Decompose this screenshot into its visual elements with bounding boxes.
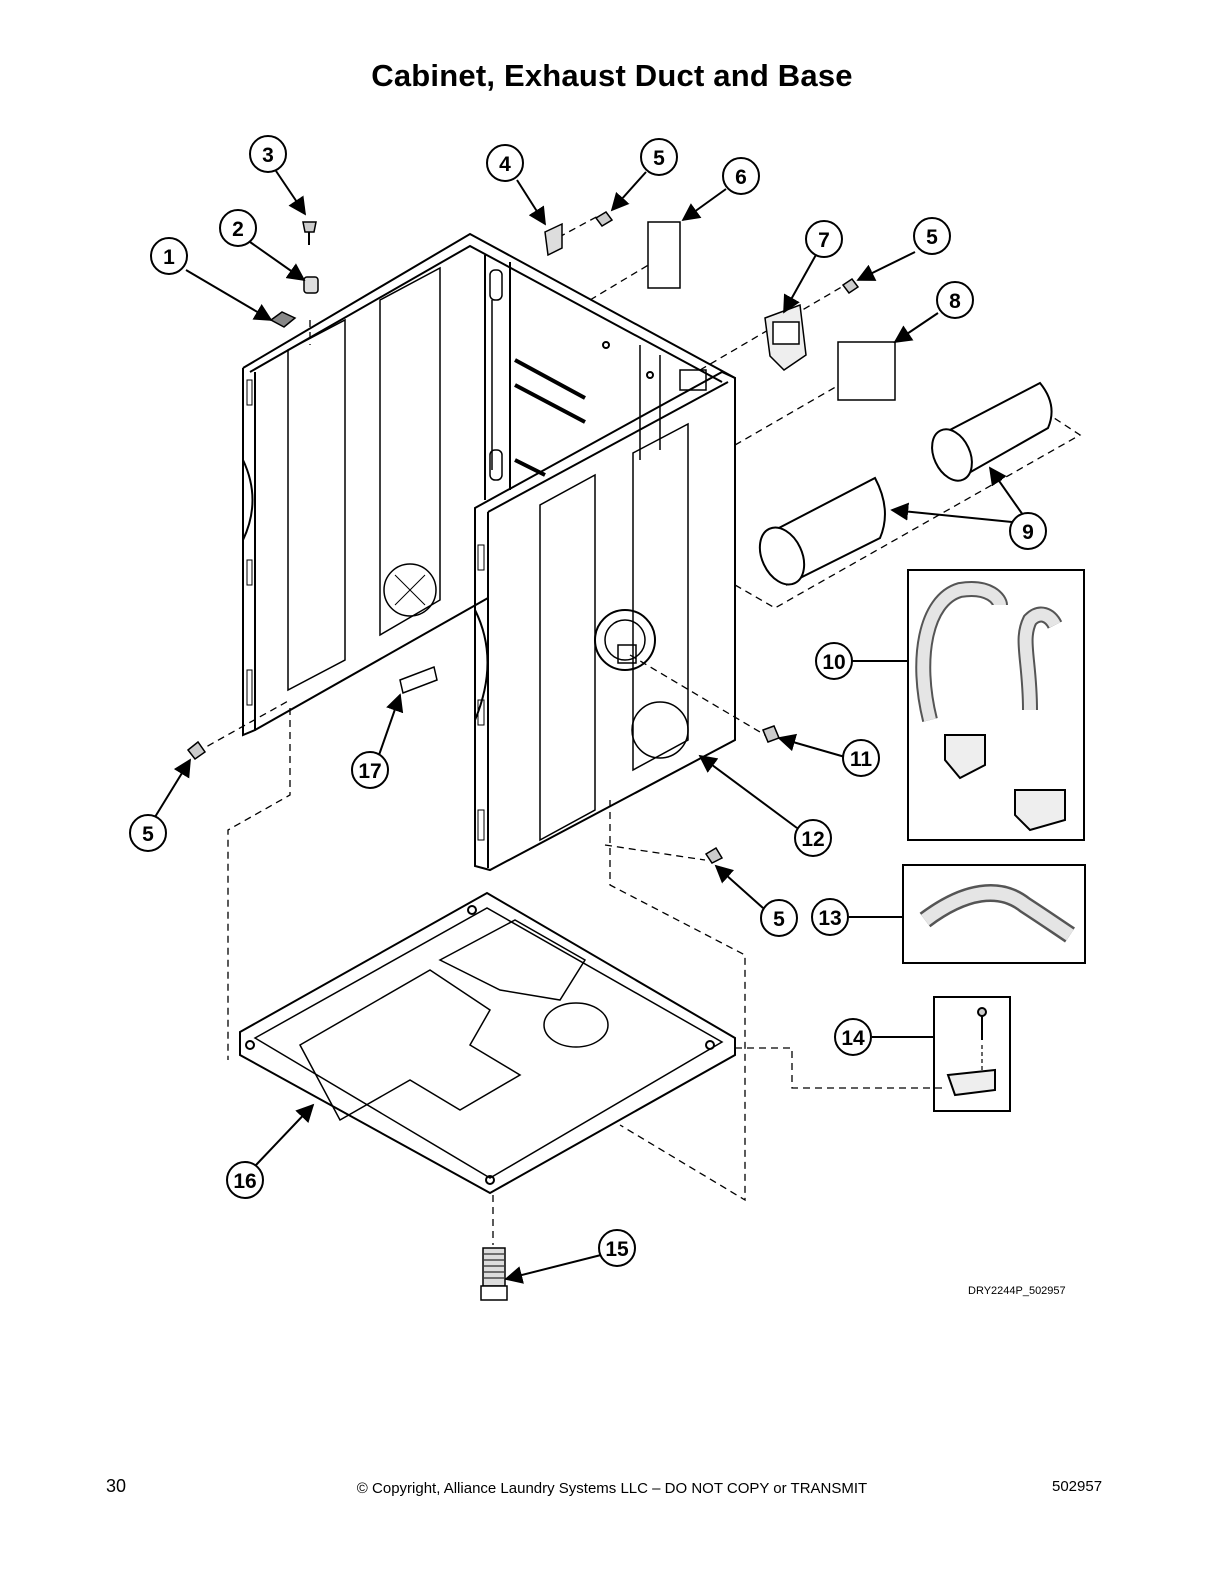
callout-arrows <box>154 170 1024 1284</box>
svg-text:13: 13 <box>818 907 841 930</box>
cabinet-left-side-panel <box>242 266 489 737</box>
callout-5a: 5 <box>640 138 678 176</box>
callout-bubbles: 1 2 3 4 5 6 7 5 8 9 10 11 12 5 13 14 16 … <box>129 135 1047 1267</box>
svg-text:14: 14 <box>841 1027 865 1050</box>
callout-1: 1 <box>150 237 188 275</box>
svg-text:5: 5 <box>773 908 785 931</box>
callout-6: 6 <box>722 157 760 195</box>
svg-text:5: 5 <box>653 147 665 170</box>
svg-text:8: 8 <box>949 290 961 313</box>
callout-13: 13 <box>811 898 849 936</box>
diagram-reference: DRY2244P_502957 <box>968 1285 1066 1297</box>
flexible-hose <box>902 864 1086 964</box>
callout-7: 7 <box>805 220 843 258</box>
callout-14: 14 <box>834 1018 872 1056</box>
svg-text:16: 16 <box>233 1170 256 1193</box>
cabinet-base <box>239 891 736 1195</box>
svg-text:11: 11 <box>850 748 873 771</box>
anti-tip-bracket-kit <box>933 996 1011 1112</box>
svg-text:17: 17 <box>358 760 381 783</box>
callout-16: 16 <box>226 1161 264 1199</box>
exhaust-hose-kit <box>907 569 1085 841</box>
copyright-notice: © Copyright, Alliance Laundry Systems LL… <box>356 1480 868 1497</box>
callout-15: 15 <box>598 1229 636 1267</box>
svg-text:1: 1 <box>163 246 175 269</box>
svg-text:6: 6 <box>735 166 747 189</box>
svg-text:2: 2 <box>232 218 244 241</box>
callout-10: 10 <box>815 642 853 680</box>
callout-4: 4 <box>486 144 524 182</box>
callout-8: 8 <box>936 281 974 319</box>
callout-9: 9 <box>1009 512 1047 550</box>
svg-text:5: 5 <box>142 823 154 846</box>
callout-5d: 5 <box>129 814 167 852</box>
hardware-parts <box>186 211 896 864</box>
callout-11: 11 <box>842 739 880 777</box>
callout-2: 2 <box>219 209 257 247</box>
exhaust-duct-tubes <box>758 381 1053 586</box>
svg-text:3: 3 <box>262 144 274 167</box>
callout-17: 17 <box>351 751 389 789</box>
callout-5b: 5 <box>913 217 951 255</box>
document-number: 502957 <box>1052 1478 1103 1495</box>
svg-text:7: 7 <box>818 229 830 252</box>
page-number: 30 <box>106 1476 127 1496</box>
svg-text:4: 4 <box>499 153 511 176</box>
cabinet-rear-panel <box>242 232 736 600</box>
svg-text:15: 15 <box>605 1238 629 1261</box>
svg-text:5: 5 <box>926 226 938 249</box>
svg-text:9: 9 <box>1022 521 1034 544</box>
cabinet-right-side-panel <box>474 370 736 872</box>
page-title: Cabinet, Exhaust Duct and Base <box>371 58 853 93</box>
callout-5c: 5 <box>760 899 798 937</box>
leveling-leg <box>480 1247 508 1301</box>
svg-text:12: 12 <box>801 828 824 851</box>
svg-text:10: 10 <box>822 651 845 674</box>
callout-3: 3 <box>249 135 287 173</box>
callout-12: 12 <box>794 819 832 857</box>
